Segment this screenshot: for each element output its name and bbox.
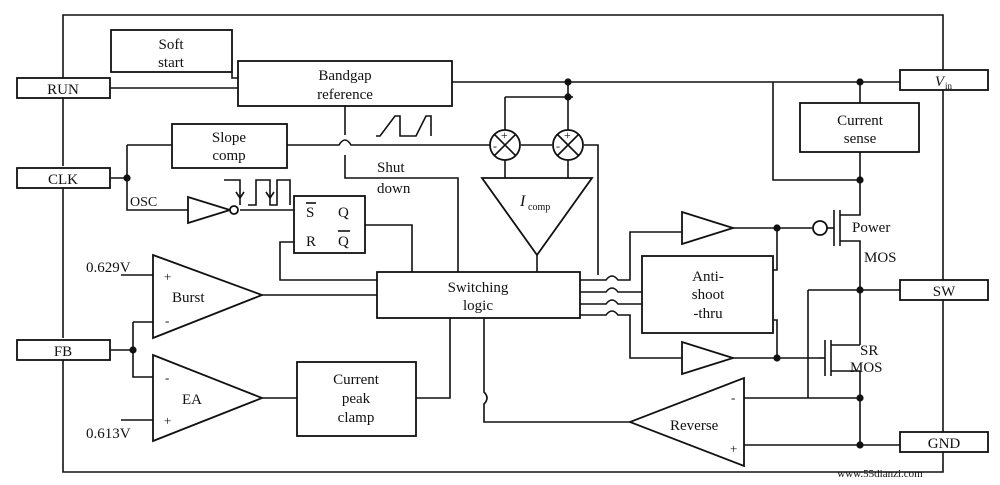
junction-dots	[123, 78, 864, 449]
summer-left-plus: +	[501, 128, 508, 142]
sr-latch-r: R	[306, 234, 316, 250]
burst-plus: +	[164, 269, 171, 284]
sr-latch-q: Q	[338, 205, 349, 221]
bandgap-reference-block: Bandgap reference	[237, 60, 453, 107]
pin-clk: CLK	[16, 167, 111, 189]
switching-logic-label-1: Switching	[448, 280, 509, 296]
current-peak-clamp-block: Current peak clamp	[296, 361, 417, 437]
bandgap-label-2: reference	[317, 87, 373, 103]
shutdown-label-2: down	[377, 181, 411, 197]
chip-boundary	[62, 14, 944, 473]
summer-right-minus: -	[556, 139, 560, 153]
anti-shoot-thru-label-1: Anti-	[692, 269, 724, 285]
switching-logic-block: Switching logic	[376, 271, 581, 319]
soft-start-label-1: Soft	[158, 37, 184, 53]
error-amplifier: EA - +	[152, 353, 265, 443]
pin-gnd: GND	[899, 431, 989, 453]
osc-label: OSC	[130, 195, 157, 210]
ea-label: EA	[182, 392, 202, 408]
power-mos-label-1: Power	[852, 220, 890, 236]
current-sense-label-1: Current	[837, 113, 884, 129]
icomp-label: I	[519, 193, 526, 210]
peak-clamp-label-1: Current	[333, 372, 380, 388]
pin-sw-label: SW	[933, 284, 956, 300]
sr-latch: S Q R Q	[293, 195, 366, 254]
sr-latch-s: S	[306, 205, 314, 221]
icomp-comparator: I comp	[480, 177, 594, 257]
ea-minus: -	[165, 370, 169, 385]
reverse-label: Reverse	[670, 418, 719, 434]
slope-comp-label-1: Slope	[212, 130, 247, 146]
pin-clk-label: CLK	[48, 172, 78, 188]
sr-latch-qbar: Q	[338, 234, 349, 250]
reverse-plus: +	[730, 441, 737, 456]
slope-comp-label-2: comp	[212, 148, 245, 164]
icomp-subscript: comp	[528, 202, 550, 213]
current-sense-label-2: sense	[844, 131, 877, 147]
anti-shoot-thru-label-2: shoot	[692, 287, 725, 303]
pin-gnd-label: GND	[928, 436, 961, 452]
summer-right-plus: +	[564, 128, 571, 142]
soft-start-label-2: start	[158, 55, 185, 71]
wires	[110, 72, 900, 446]
reverse-minus: -	[731, 390, 735, 405]
sr-mos-label-2: MOS	[850, 360, 883, 376]
slope-comp-block: Slope comp	[171, 123, 288, 169]
bandgap-label-1: Bandgap	[318, 68, 371, 84]
oscillator-inverter	[187, 195, 239, 225]
summer-left: + -	[489, 128, 521, 161]
power-mos-label-2: MOS	[864, 250, 897, 266]
ea-reference-voltage: 0.613V	[86, 426, 131, 442]
pin-run-label: RUN	[47, 82, 79, 98]
anti-shoot-thru-label-3: -thru	[693, 306, 723, 322]
current-sense-block: Current sense	[799, 102, 920, 153]
burst-minus: -	[165, 313, 169, 328]
clock-pulse-icon	[224, 179, 291, 206]
burst-comparator: Burst + -	[152, 253, 265, 340]
pin-fb-label: FB	[54, 344, 72, 360]
reverse-comparator: Reverse - +	[627, 376, 745, 468]
pin-vin-subscript: in	[945, 81, 953, 91]
sr-mos-label-1: SR	[860, 343, 878, 359]
burst-label: Burst	[172, 290, 205, 306]
burst-reference-voltage: 0.629V	[86, 260, 131, 276]
pin-vin-label: V	[935, 74, 946, 90]
summer-left-minus: -	[493, 139, 497, 153]
power-mos-gate-bubble	[812, 220, 828, 236]
pin-vin: V in	[899, 69, 989, 91]
summer-right: + -	[552, 128, 584, 161]
shutdown-label-1: Shut	[377, 160, 405, 176]
driver-low-buffer	[681, 340, 737, 376]
pin-sw: SW	[899, 279, 989, 301]
watermark: www.55dianzi.com	[837, 468, 923, 480]
pin-fb: FB	[16, 339, 111, 361]
soft-start-block: Soft start	[110, 29, 233, 73]
peak-clamp-label-2: peak	[342, 391, 371, 407]
pin-run: RUN	[16, 77, 111, 99]
ea-plus: +	[164, 413, 171, 428]
switching-logic-label-2: logic	[463, 298, 493, 314]
driver-high-buffer	[681, 210, 737, 246]
anti-shoot-thru-block: Anti- shoot -thru	[641, 255, 774, 334]
sawtooth-waveform-icon	[376, 115, 432, 137]
peak-clamp-label-3: clamp	[338, 410, 375, 426]
